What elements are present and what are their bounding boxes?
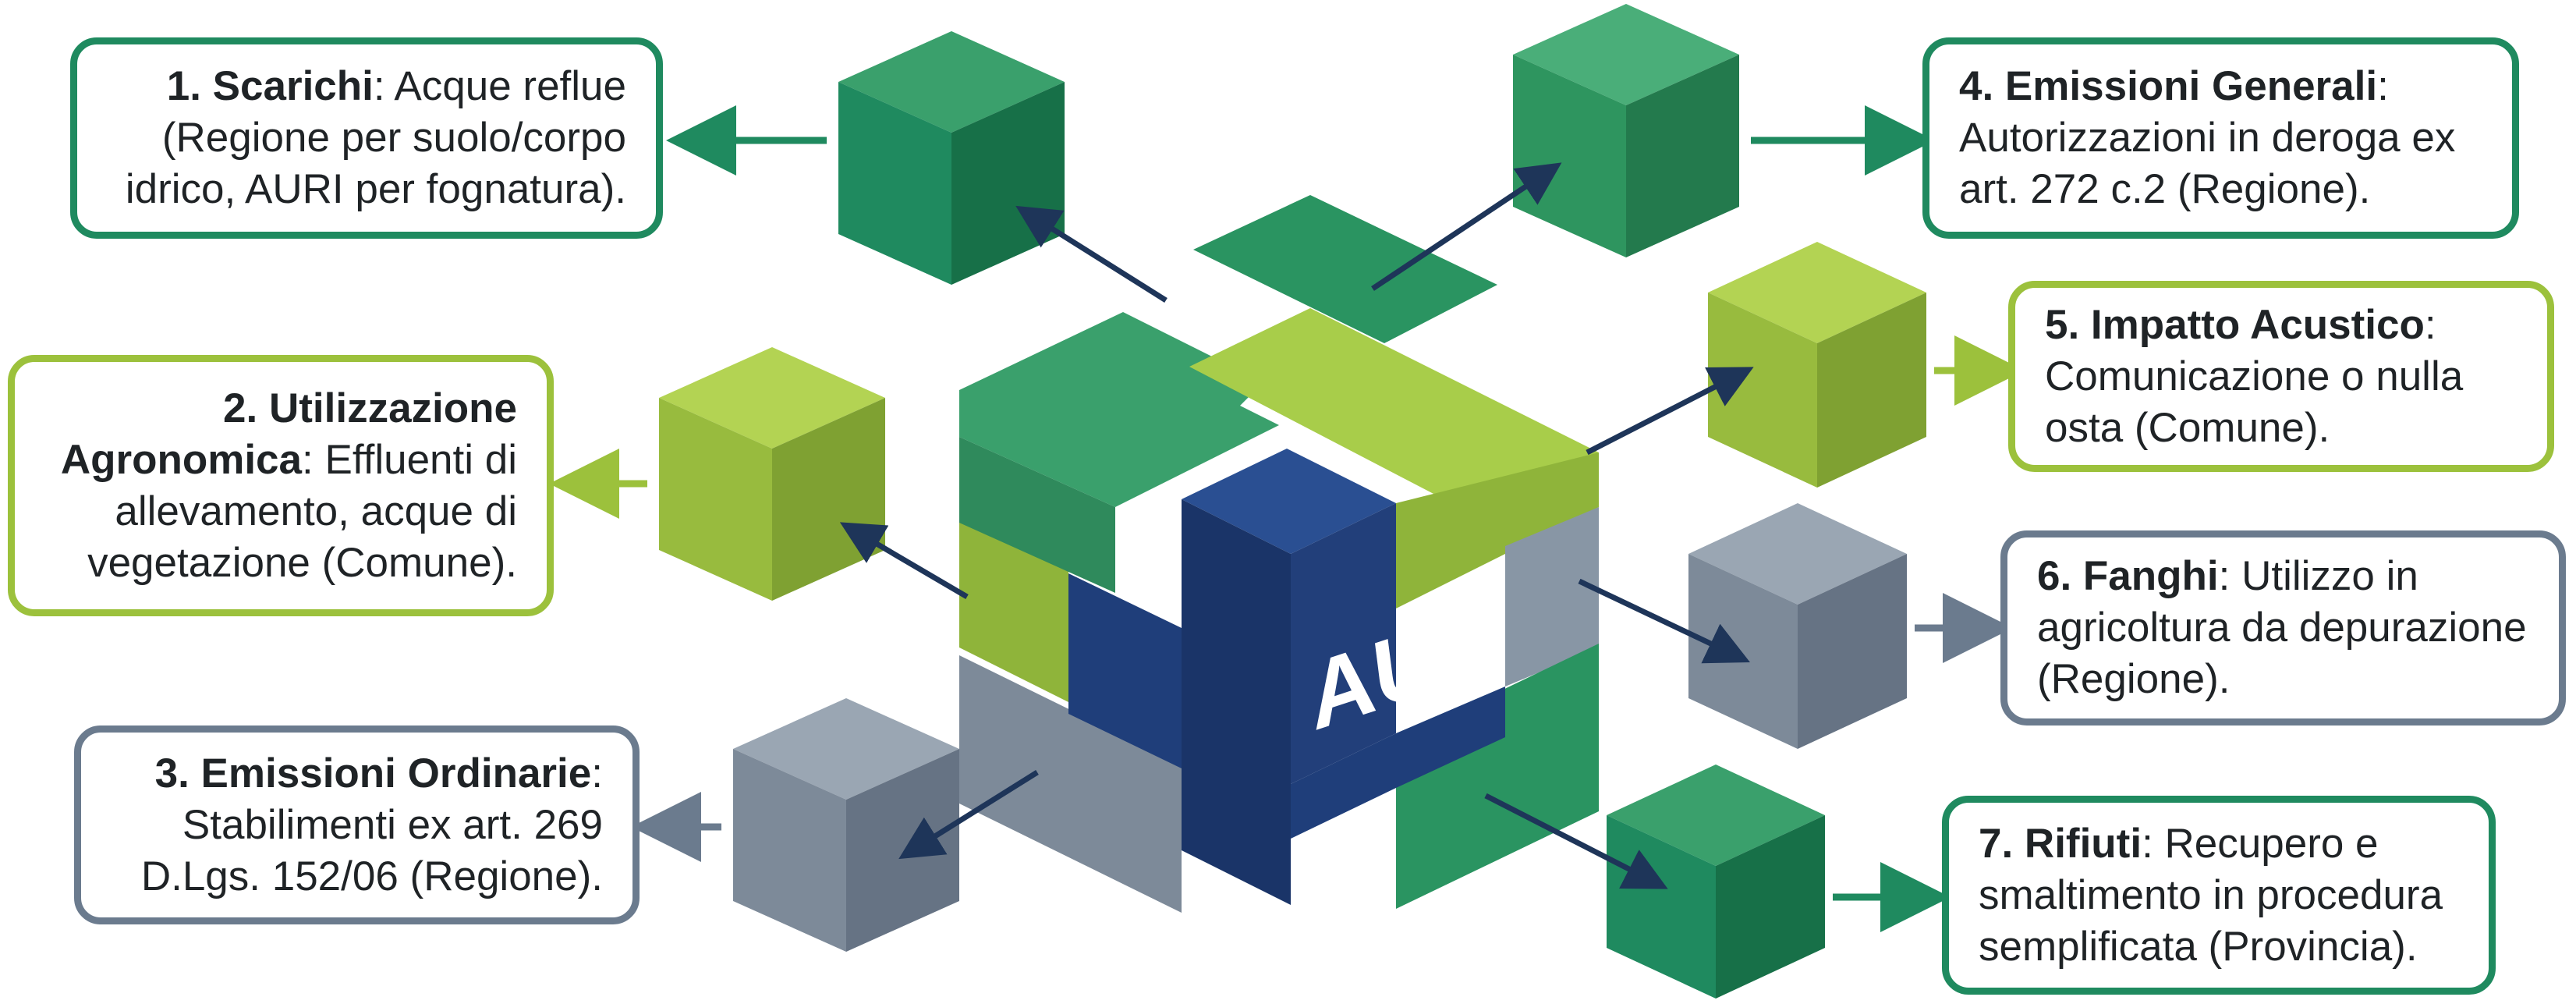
cube-emissioni-generali [1513,4,1739,257]
box-fanghi-title: 6. Fanghi [2037,553,2219,599]
box-impatto-acustico: 5. Impatto Acustico: Comunicazione o nul… [2008,281,2554,472]
cube-scarichi [838,31,1065,285]
box-emissioni-ordinarie: 3. Emissioni Ordinarie: Stabilimenti ex … [74,726,640,924]
box-emissioni-ordinarie-sep: : [591,750,603,796]
box-scarichi-title: 1. Scarichi [166,63,374,109]
box-fanghi-sep: : [2218,553,2231,599]
box-impatto-acustico-text: Comunicazione o nulla osta (Comune). [2045,353,2464,451]
cube-top-green-left-side [959,437,1115,593]
box-utilizzazione: 2. Utilizzazione Agronomica: Effluenti d… [8,355,554,616]
cube-right-lime-side [1396,452,1599,608]
central-cube: AUA [959,195,1599,913]
cube-fanghi [1688,503,1907,749]
box-rifiuti: 7. Rifiuti: Recupero e smaltimento in pr… [1942,796,2496,995]
box-rifiuti-title: 7. Rifiuti [1979,820,2142,867]
box-scarichi: 1. Scarichi: Acque reflue (Regione per s… [70,37,663,239]
box-utilizzazione-text: Effluenti di allevamento, acque di veget… [87,436,517,586]
cube-utilizzazione [659,347,885,601]
box-emissioni-generali-text: Autorizzazioni in deroga ex art. 272 c.2… [1959,115,2456,212]
box-emissioni-generali: 4. Emissioni Generali: Autorizzazioni in… [1922,37,2519,239]
cube-top-lime [1189,308,1599,515]
box-utilizzazione-sep: : [302,436,314,483]
cube-navy-column-top [1182,449,1396,554]
arrow-to-emissioni-generali [1371,162,1562,291]
box-emissioni-ordinarie-text: Stabilimenti ex art. 269 D.Lgs. 152/06 (… [140,801,603,899]
box-impatto-acustico-sep: : [2424,301,2436,348]
cube-rifiuti [1607,765,1825,999]
arrow-to-fanghi [1578,578,1750,664]
box-emissioni-generali-sep: : [2377,63,2389,109]
cube-block-navy-front [1068,573,1182,768]
cube-emissioni-ordinarie [733,698,959,952]
box-emissioni-ordinarie-title: 3. Emissioni Ordinarie [154,750,592,796]
cube-top-green-back [1193,195,1497,343]
cube-impatto-acustico [1708,242,1926,488]
cube-right-green-lower [1396,644,1599,909]
outer-arrows [549,105,2025,932]
arrow-to-impatto-acustico [1586,367,1754,456]
box-fanghi: 6. Fanghi: Utilizzo in agricoltura da de… [2000,530,2566,726]
box-impatto-acustico-title: 5. Impatto Acustico [2045,301,2425,348]
box-scarichi-text: Acque reflue (Regione per suolo/corpo id… [125,63,626,212]
arrow-to-emissioni-ordinarie [898,770,1039,860]
cube-right-gray [1505,507,1599,686]
box-rifiuti-sep: : [2142,820,2153,867]
box-rifiuti-text: Recupero e smaltimento in procedura semp… [1979,820,2443,970]
cube-top-green-left [959,312,1279,507]
box-fanghi-text: Utilizzo in agricoltura da depurazione (… [2037,553,2527,702]
cube-block-gray-bottom-left [959,655,1182,913]
cube-right-navy-face [1291,686,1505,839]
arrow-to-rifiuti [1484,793,1668,889]
inner-arrows [839,162,1754,889]
arrow-to-scarichi [1015,205,1168,303]
box-scarichi-sep: : [373,63,385,109]
box-utilizzazione-title: 2. Utilizzazione Agronomica [60,385,517,483]
cube-navy-column-front [1182,499,1291,905]
box-emissioni-generali-title: 4. Emissioni Generali [1959,63,2378,109]
cube-navy-column-side [1291,503,1396,784]
arrow-to-utilizzazione [839,522,969,600]
